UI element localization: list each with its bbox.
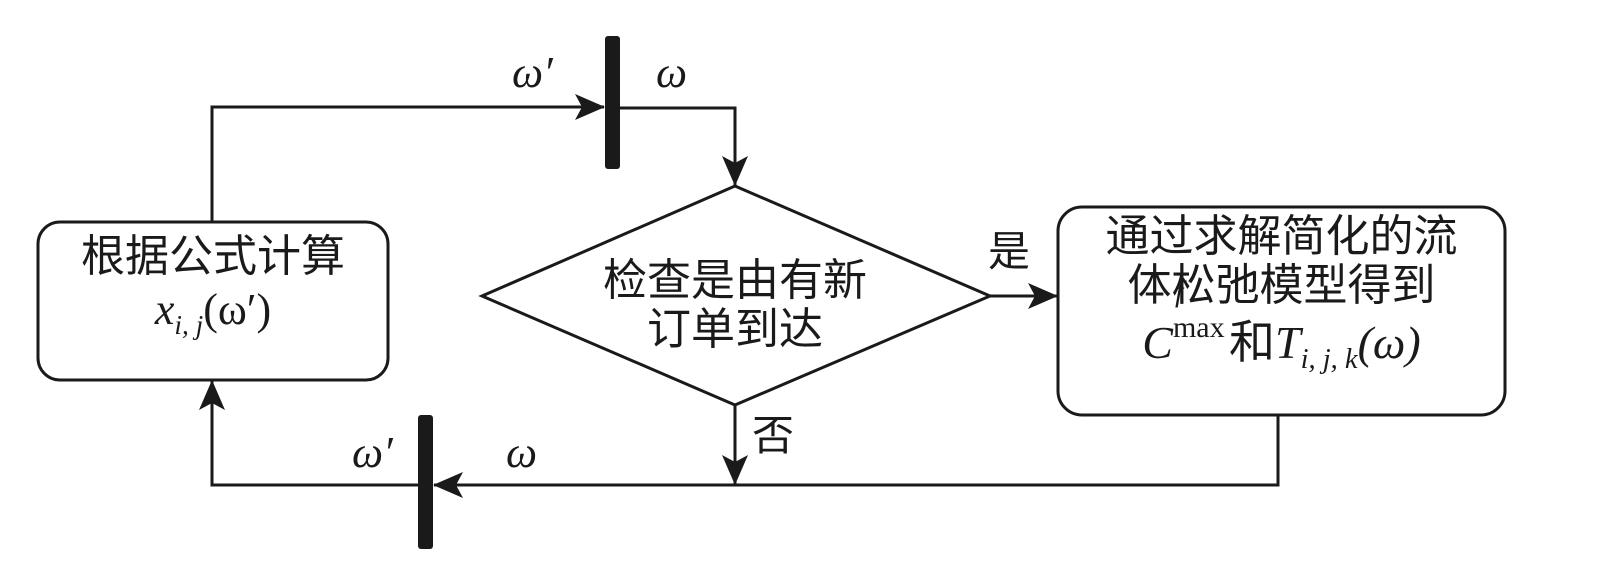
formula-var-t: T — [1274, 316, 1301, 368]
bottom-gate-out-label: ω′ — [352, 428, 393, 477]
no-label: 否 — [752, 411, 795, 460]
formula-sub-max: max — [1172, 310, 1225, 344]
solve-box-text-line1: 通过求解简化的流 — [1105, 211, 1458, 262]
decision-text-line2: 订单到达 — [647, 304, 823, 356]
formula-arg: (ω′) — [203, 285, 272, 335]
formula-var-x: x — [154, 285, 175, 335]
edge-bottom-gate-to-compute — [199, 380, 418, 487]
compute-box-text: 根据公式计算 — [81, 231, 345, 282]
edge-compute-to-top-gate — [210, 94, 605, 222]
compute-box-label: 根据公式计算 xi, j(ω′) — [38, 232, 388, 341]
formula-conjunction: 和 — [1228, 314, 1275, 369]
decision-text-line1: 检查是由有新 — [603, 255, 867, 306]
compute-box-formula: xi, j(ω′) — [38, 285, 388, 340]
solve-box-text-line2: 体松弛模型得到 — [1127, 260, 1436, 312]
top-gate-in-label: ω′ — [512, 48, 553, 97]
solve-box — [1056, 205, 1507, 417]
edge-top-gate-to-decision — [620, 106, 748, 186]
formula-sub-ijk: i, j, k — [1300, 343, 1358, 375]
yes-label: 是 — [988, 227, 1031, 276]
top-gate-out-label: ω — [656, 48, 688, 97]
formula-var-c: C — [1142, 316, 1173, 368]
formula-sup-f: f — [1174, 274, 1184, 308]
bottom-gate-in-label: ω — [506, 428, 538, 477]
formula-arg-omega: (ω) — [1357, 316, 1421, 368]
top-gate-bar — [605, 36, 620, 169]
decision-label: 检查是由有新 订单到达 — [520, 256, 950, 355]
formula-sub-ij: i, j — [174, 310, 204, 341]
bottom-gate-bar — [418, 415, 433, 549]
edge-solve-to-bottom-gate — [433, 415, 1280, 498]
